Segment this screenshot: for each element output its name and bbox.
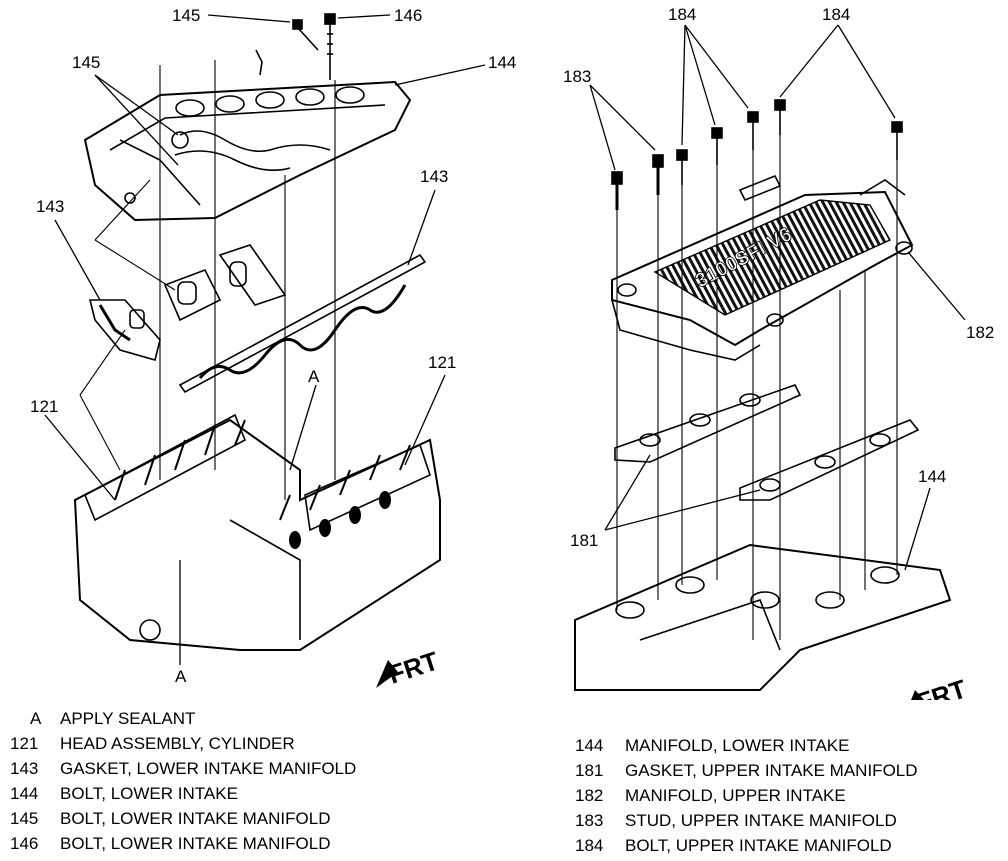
gasket-181-drawing [614, 384, 920, 501]
left-alignment-lines [79, 60, 336, 500]
legend-right: 144 MANIFOLD, LOWER INTAKE 181 GASKET, UPP… [575, 733, 918, 858]
callout-121-right: 121 [428, 353, 456, 372]
lower-intake-manifold-144-drawing [574, 543, 952, 691]
legend-code: A [30, 709, 42, 728]
legend-code: 143 [10, 759, 39, 778]
legend-row: 144 BOLT, LOWER INTAKE [10, 781, 356, 806]
legend-code: 182 [575, 786, 604, 805]
legend-row: A APPLY SEALANT [10, 706, 356, 731]
legend-row: 184 BOLT, UPPER INTAKE MANIFOLD [575, 833, 918, 858]
legend-code: 145 [10, 809, 39, 828]
legend-code: 121 [10, 734, 39, 753]
legend-row: 143 GASKET, LOWER INTAKE MANIFOLD [10, 756, 356, 781]
legend-text: MANIFOLD, LOWER INTAKE [625, 736, 850, 755]
callout-184-a: 184 [668, 5, 696, 24]
legend-code: 144 [575, 736, 604, 755]
callout-143-right: 143 [420, 167, 448, 186]
callout-182: 182 [966, 323, 994, 342]
callout-184-b: 184 [822, 5, 850, 24]
callout-144-right: 144 [918, 467, 946, 486]
right-leader-lines [589, 24, 966, 571]
legend-row: 182 MANIFOLD, UPPER INTAKE [575, 783, 918, 808]
gasket-143-right-drawing [178, 253, 427, 394]
upper-intake-illustration [574, 24, 966, 700]
callout-145-mid: 145 [72, 53, 100, 72]
callout-146: 146 [394, 6, 422, 25]
legend-code: 146 [10, 834, 39, 853]
frt-label-right: FRT [913, 674, 970, 700]
callout-a-lower: A [175, 667, 187, 686]
cylinder-head-121-drawing [73, 413, 441, 651]
frt-arrow-left [376, 660, 398, 688]
legend-text: HEAD ASSEMBLY, CYLINDER [60, 734, 295, 753]
legend-row: 144 MANIFOLD, LOWER INTAKE [575, 733, 918, 758]
legend-text: MANIFOLD, UPPER INTAKE [625, 786, 846, 805]
legend-text: BOLT, LOWER INTAKE [60, 784, 238, 803]
callout-145-top: 145 [172, 6, 200, 25]
legend-left: A APPLY SEALANT 121 HEAD ASSEMBLY, CYLINDE… [10, 706, 356, 856]
bolt-146-drawing [324, 13, 336, 80]
legend-row: 121 HEAD ASSEMBLY, CYLINDER [10, 731, 356, 756]
legend-text: BOLT, LOWER INTAKE MANIFOLD [60, 834, 331, 853]
legend-row: 145 BOLT, LOWER INTAKE MANIFOLD [10, 806, 356, 831]
callout-121-left: 121 [30, 397, 58, 416]
port-seals-drawing [163, 244, 287, 322]
callout-a-upper: A [308, 367, 320, 386]
callout-183: 183 [563, 67, 591, 86]
legend-text: STUD, UPPER INTAKE MANIFOLD [625, 811, 897, 830]
upper-intake-manifold-182-drawing [611, 179, 914, 361]
frt-arrow-right [911, 690, 925, 700]
left-leader-lines [44, 14, 486, 665]
legend-row: 183 STUD, UPPER INTAKE MANIFOLD [575, 808, 918, 833]
exploded-view-diagram: 145 146 145 144 143 143 121 121 A A FRT … [30, 5, 994, 700]
callout-143-left: 143 [36, 197, 64, 216]
fasteners-183-184-drawing [611, 99, 903, 210]
bolt-145-drawing [292, 19, 319, 51]
lower-intake-illustration [44, 13, 486, 688]
legend-code: 183 [575, 811, 604, 830]
right-alignment-lines [616, 135, 898, 640]
frt-label-left: FRT [385, 646, 442, 690]
callout-181: 181 [570, 531, 598, 550]
legend-row: 181 GASKET, UPPER INTAKE MANIFOLD [575, 758, 918, 783]
legend-code: 144 [10, 784, 39, 803]
legend-text: GASKET, UPPER INTAKE MANIFOLD [625, 761, 918, 780]
legend-row: 146 BOLT, LOWER INTAKE MANIFOLD [10, 831, 356, 856]
legend-text: GASKET, LOWER INTAKE MANIFOLD [60, 759, 357, 778]
legend-text: BOLT, LOWER INTAKE MANIFOLD [60, 809, 331, 828]
legend-code: 181 [575, 761, 604, 780]
legend-text: APPLY SEALANT [60, 709, 196, 728]
legend-text: BOLT, UPPER INTAKE MANIFOLD [625, 836, 892, 855]
lower-intake-manifold-drawing [83, 49, 412, 222]
callout-144-left: 144 [488, 53, 516, 72]
legend-code: 184 [575, 836, 604, 855]
